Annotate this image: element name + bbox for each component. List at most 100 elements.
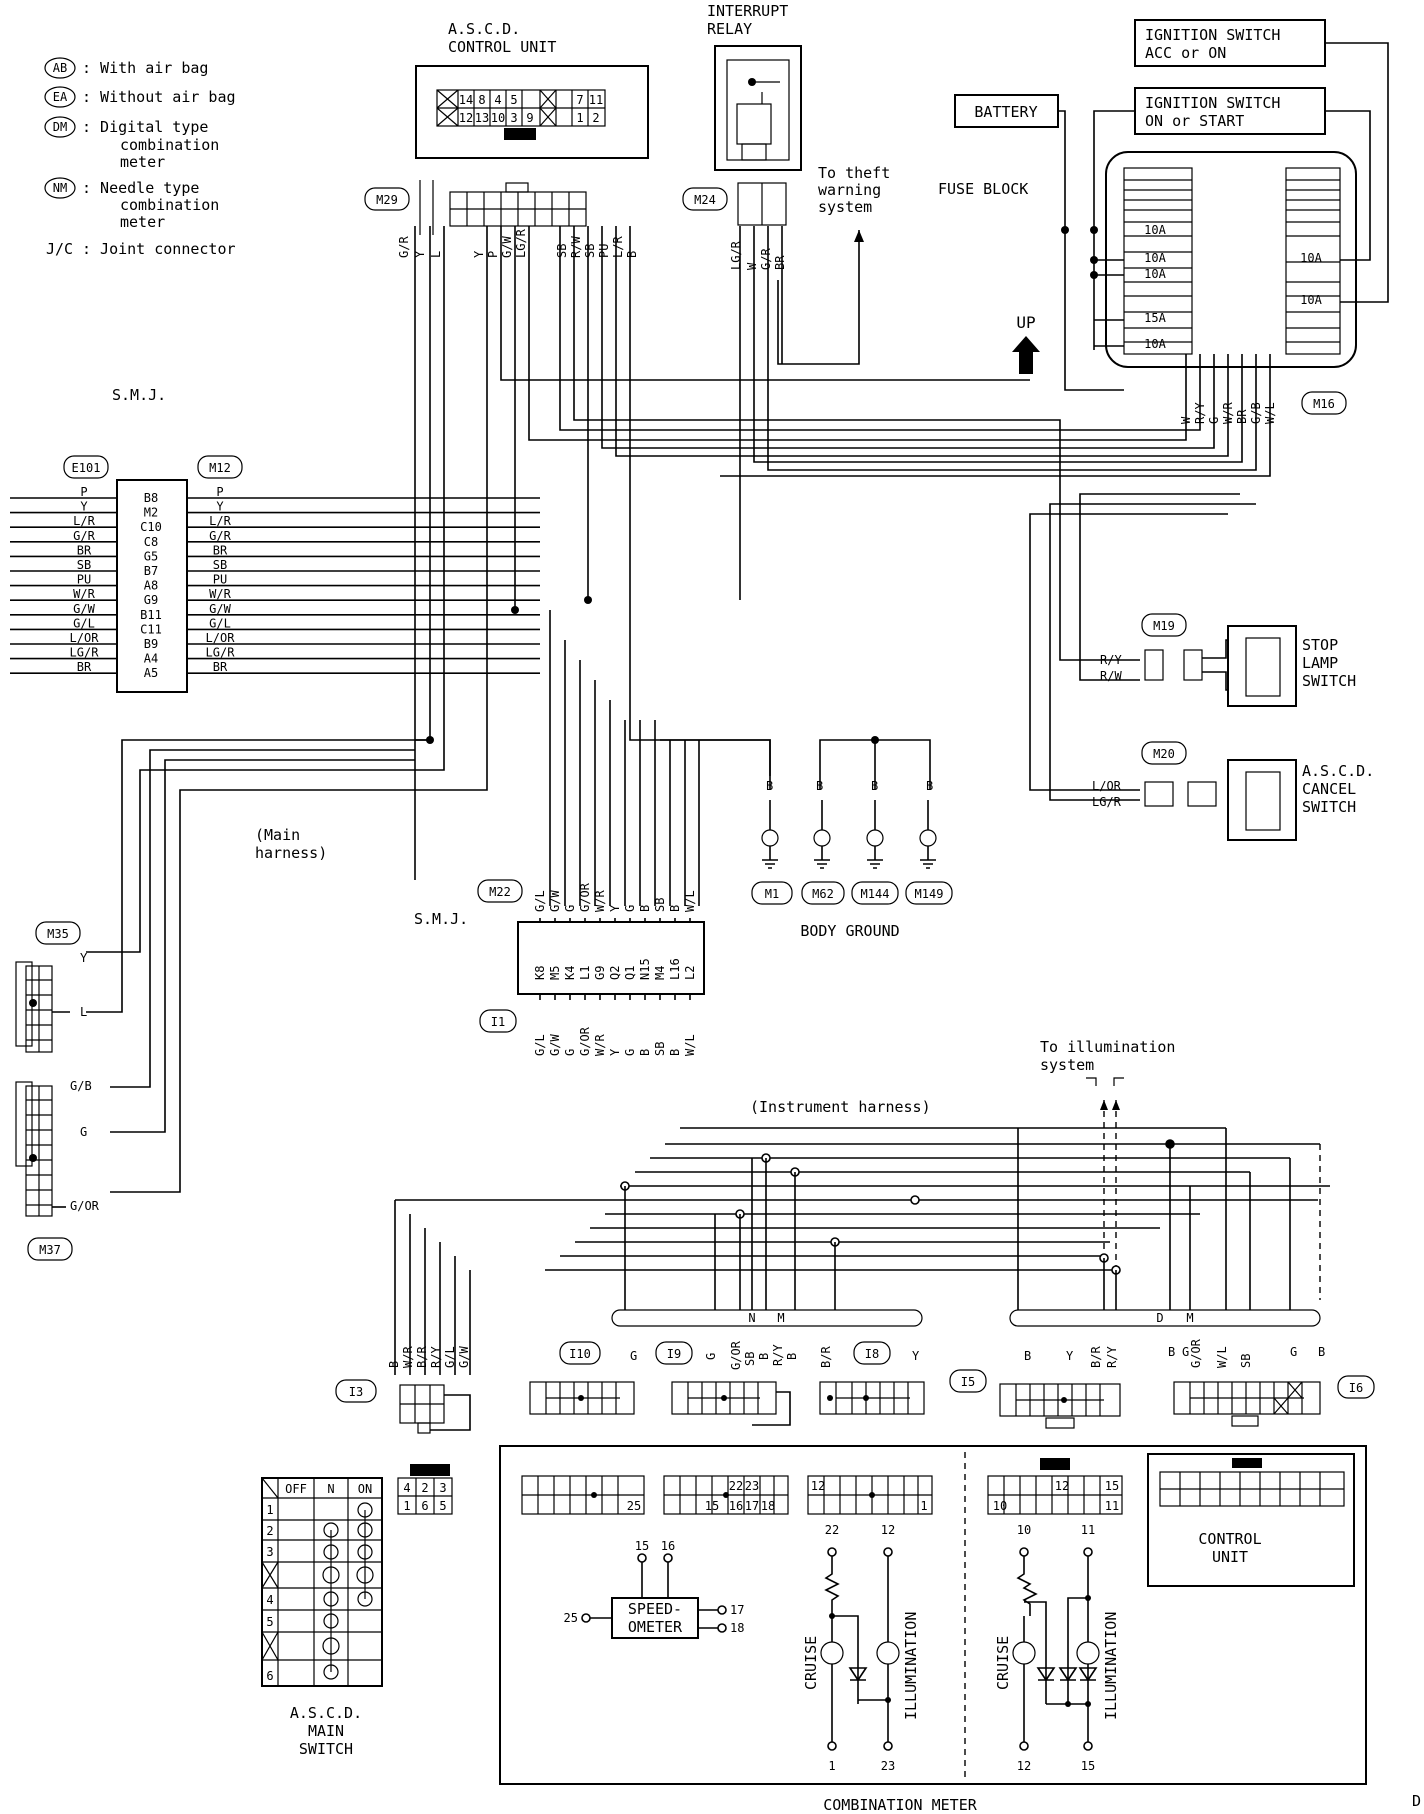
svg-text:10: 10: [1017, 1523, 1031, 1537]
svg-text:AB: AB: [53, 61, 67, 75]
svg-text:combination: combination: [120, 196, 219, 214]
legend-row-nm: NM : Needle type combination meter: [44, 177, 219, 231]
svg-text:M16: M16: [1313, 397, 1335, 411]
m22-wire-color: G: [623, 905, 637, 912]
i1-wire-color: W/R: [593, 1034, 607, 1056]
m29-pin-grid: 14 8 4 5 7 11 12 13 10 3 9 1 2: [436, 89, 603, 127]
svg-text:LAMP: LAMP: [1302, 654, 1338, 672]
svg-text:A.S.C.D.: A.S.C.D.: [290, 1704, 362, 1722]
i8-connector: B/R I8 Y: [819, 1341, 925, 1415]
m22-pin: L2: [683, 966, 697, 980]
m29-connector: M29 G/R Y L Y P G/W LG/R SB R/W SB PU L/…: [364, 180, 639, 258]
smj-pin: A4: [144, 652, 158, 666]
i1-wire-color: B: [638, 1049, 652, 1056]
smj-right-color: PU: [213, 573, 227, 587]
svg-text:: Joint connector: : Joint connector: [82, 240, 236, 258]
svg-text:22: 22: [825, 1523, 839, 1537]
m22-wire-color: G/W: [548, 890, 562, 912]
i3-connector: B W/R B/R R/Y G/L G/W I3: [335, 1346, 471, 1434]
svg-text:RELAY: RELAY: [707, 20, 752, 38]
svg-text:STOP: STOP: [1302, 636, 1338, 654]
svg-text:: With air bag: : With air bag: [82, 59, 208, 77]
i5-connector: I5 B Y B/R R/Y: [949, 1346, 1121, 1429]
svg-text:12: 12: [881, 1523, 895, 1537]
theft-warning-label: To theft warning system: [777, 164, 890, 365]
svg-text:ILLUMINATION: ILLUMINATION: [1102, 1612, 1120, 1720]
svg-text:: Needle type: : Needle type: [82, 179, 199, 197]
svg-text:L/OR: L/OR: [1092, 779, 1122, 793]
svg-text:SWITCH: SWITCH: [1302, 798, 1356, 816]
svg-text:UNIT: UNIT: [1212, 1548, 1248, 1566]
smj-left-color: G/L: [73, 616, 95, 630]
smj-right-color: L/OR: [206, 631, 236, 645]
m22-pin: L1: [578, 966, 592, 980]
harness-wiring: [86, 226, 1271, 1193]
svg-text:M35: M35: [47, 927, 69, 941]
svg-text:G/OR: G/OR: [70, 1199, 100, 1213]
legend: AB : With air bag EA : Without air bag D…: [44, 57, 236, 258]
m24-connector: M24 LG/R W G/R BR: [682, 182, 787, 270]
svg-text:3: 3: [510, 111, 517, 125]
svg-text:A.S.C.D.: A.S.C.D.: [1302, 762, 1374, 780]
svg-text:S.M.J.: S.M.J.: [112, 386, 166, 404]
m22-pin: Q1: [623, 966, 637, 980]
smj-pin: G9: [144, 593, 158, 607]
m22-pin: M4: [653, 966, 667, 980]
svg-text:N: N: [327, 1482, 334, 1496]
smj-left-color: BR: [77, 543, 92, 557]
smj-left-color: SB: [77, 558, 91, 572]
ascd-main-switch: 4 2 3 1 6 5 OFF N ON 1 2 3 4 5 6 A.S.C.D…: [261, 1464, 453, 1758]
svg-text:2: 2: [421, 1481, 428, 1495]
svg-text:5: 5: [510, 93, 517, 107]
smj-pin: B9: [144, 637, 158, 651]
i1-wire-color: B: [668, 1049, 682, 1056]
i1-wire-color: Y: [608, 1048, 622, 1056]
svg-text:SB: SB: [555, 244, 569, 258]
svg-text:12: 12: [811, 1479, 825, 1493]
svg-text:SB: SB: [583, 244, 597, 258]
svg-text:11: 11: [589, 93, 603, 107]
smj-pin: B8: [144, 491, 158, 505]
svg-text:N: N: [748, 1311, 755, 1325]
svg-text:UP: UP: [1016, 313, 1035, 332]
svg-text:15: 15: [705, 1499, 719, 1513]
svg-text:B: B: [871, 779, 878, 793]
smj-pin: B7: [144, 564, 158, 578]
svg-text:E101: E101: [72, 461, 101, 475]
svg-text:meter: meter: [120, 153, 165, 171]
svg-text:B: B: [926, 779, 933, 793]
legend-row-dm: DM : Digital type combination meter: [44, 116, 219, 171]
svg-text:M37: M37: [39, 1243, 61, 1257]
svg-text:M144: M144: [861, 887, 890, 901]
corner-mark: D: [1412, 1792, 1421, 1810]
svg-text:M1: M1: [765, 887, 779, 901]
legend-row-ea: EA : Without air bag: [44, 86, 236, 108]
svg-text:B: B: [1318, 1345, 1325, 1359]
svg-text:system: system: [818, 198, 872, 216]
m22-pin: N15: [638, 958, 652, 980]
svg-text:15: 15: [635, 1539, 649, 1553]
svg-text:Y: Y: [912, 1349, 920, 1363]
smj-left-color: G/R: [73, 529, 95, 543]
svg-text:J/C: J/C: [46, 240, 73, 258]
svg-text:warning: warning: [818, 181, 881, 199]
smj-left-color: L/R: [73, 514, 95, 528]
smj-left-color: W/R: [73, 587, 95, 601]
svg-text:G/OR: G/OR: [1189, 1338, 1203, 1368]
ascd-control-unit: A.S.C.D. CONTROL UNIT 14 8 4 5 7 11 12: [415, 20, 649, 159]
svg-text:5: 5: [266, 1615, 273, 1629]
svg-text:CONTROL: CONTROL: [1198, 1530, 1261, 1548]
legend-row-jc: J/C : Joint connector: [46, 240, 236, 258]
svg-text:: Digital type: : Digital type: [82, 118, 208, 136]
svg-text:25: 25: [564, 1611, 578, 1625]
smj-left-color: G/W: [73, 602, 95, 616]
smj-right-color: L/R: [209, 514, 231, 528]
svg-text:G: G: [80, 1125, 87, 1139]
svg-text:I5: I5: [961, 1375, 975, 1389]
svg-text:M29: M29: [376, 193, 398, 207]
svg-text:2: 2: [266, 1524, 273, 1538]
